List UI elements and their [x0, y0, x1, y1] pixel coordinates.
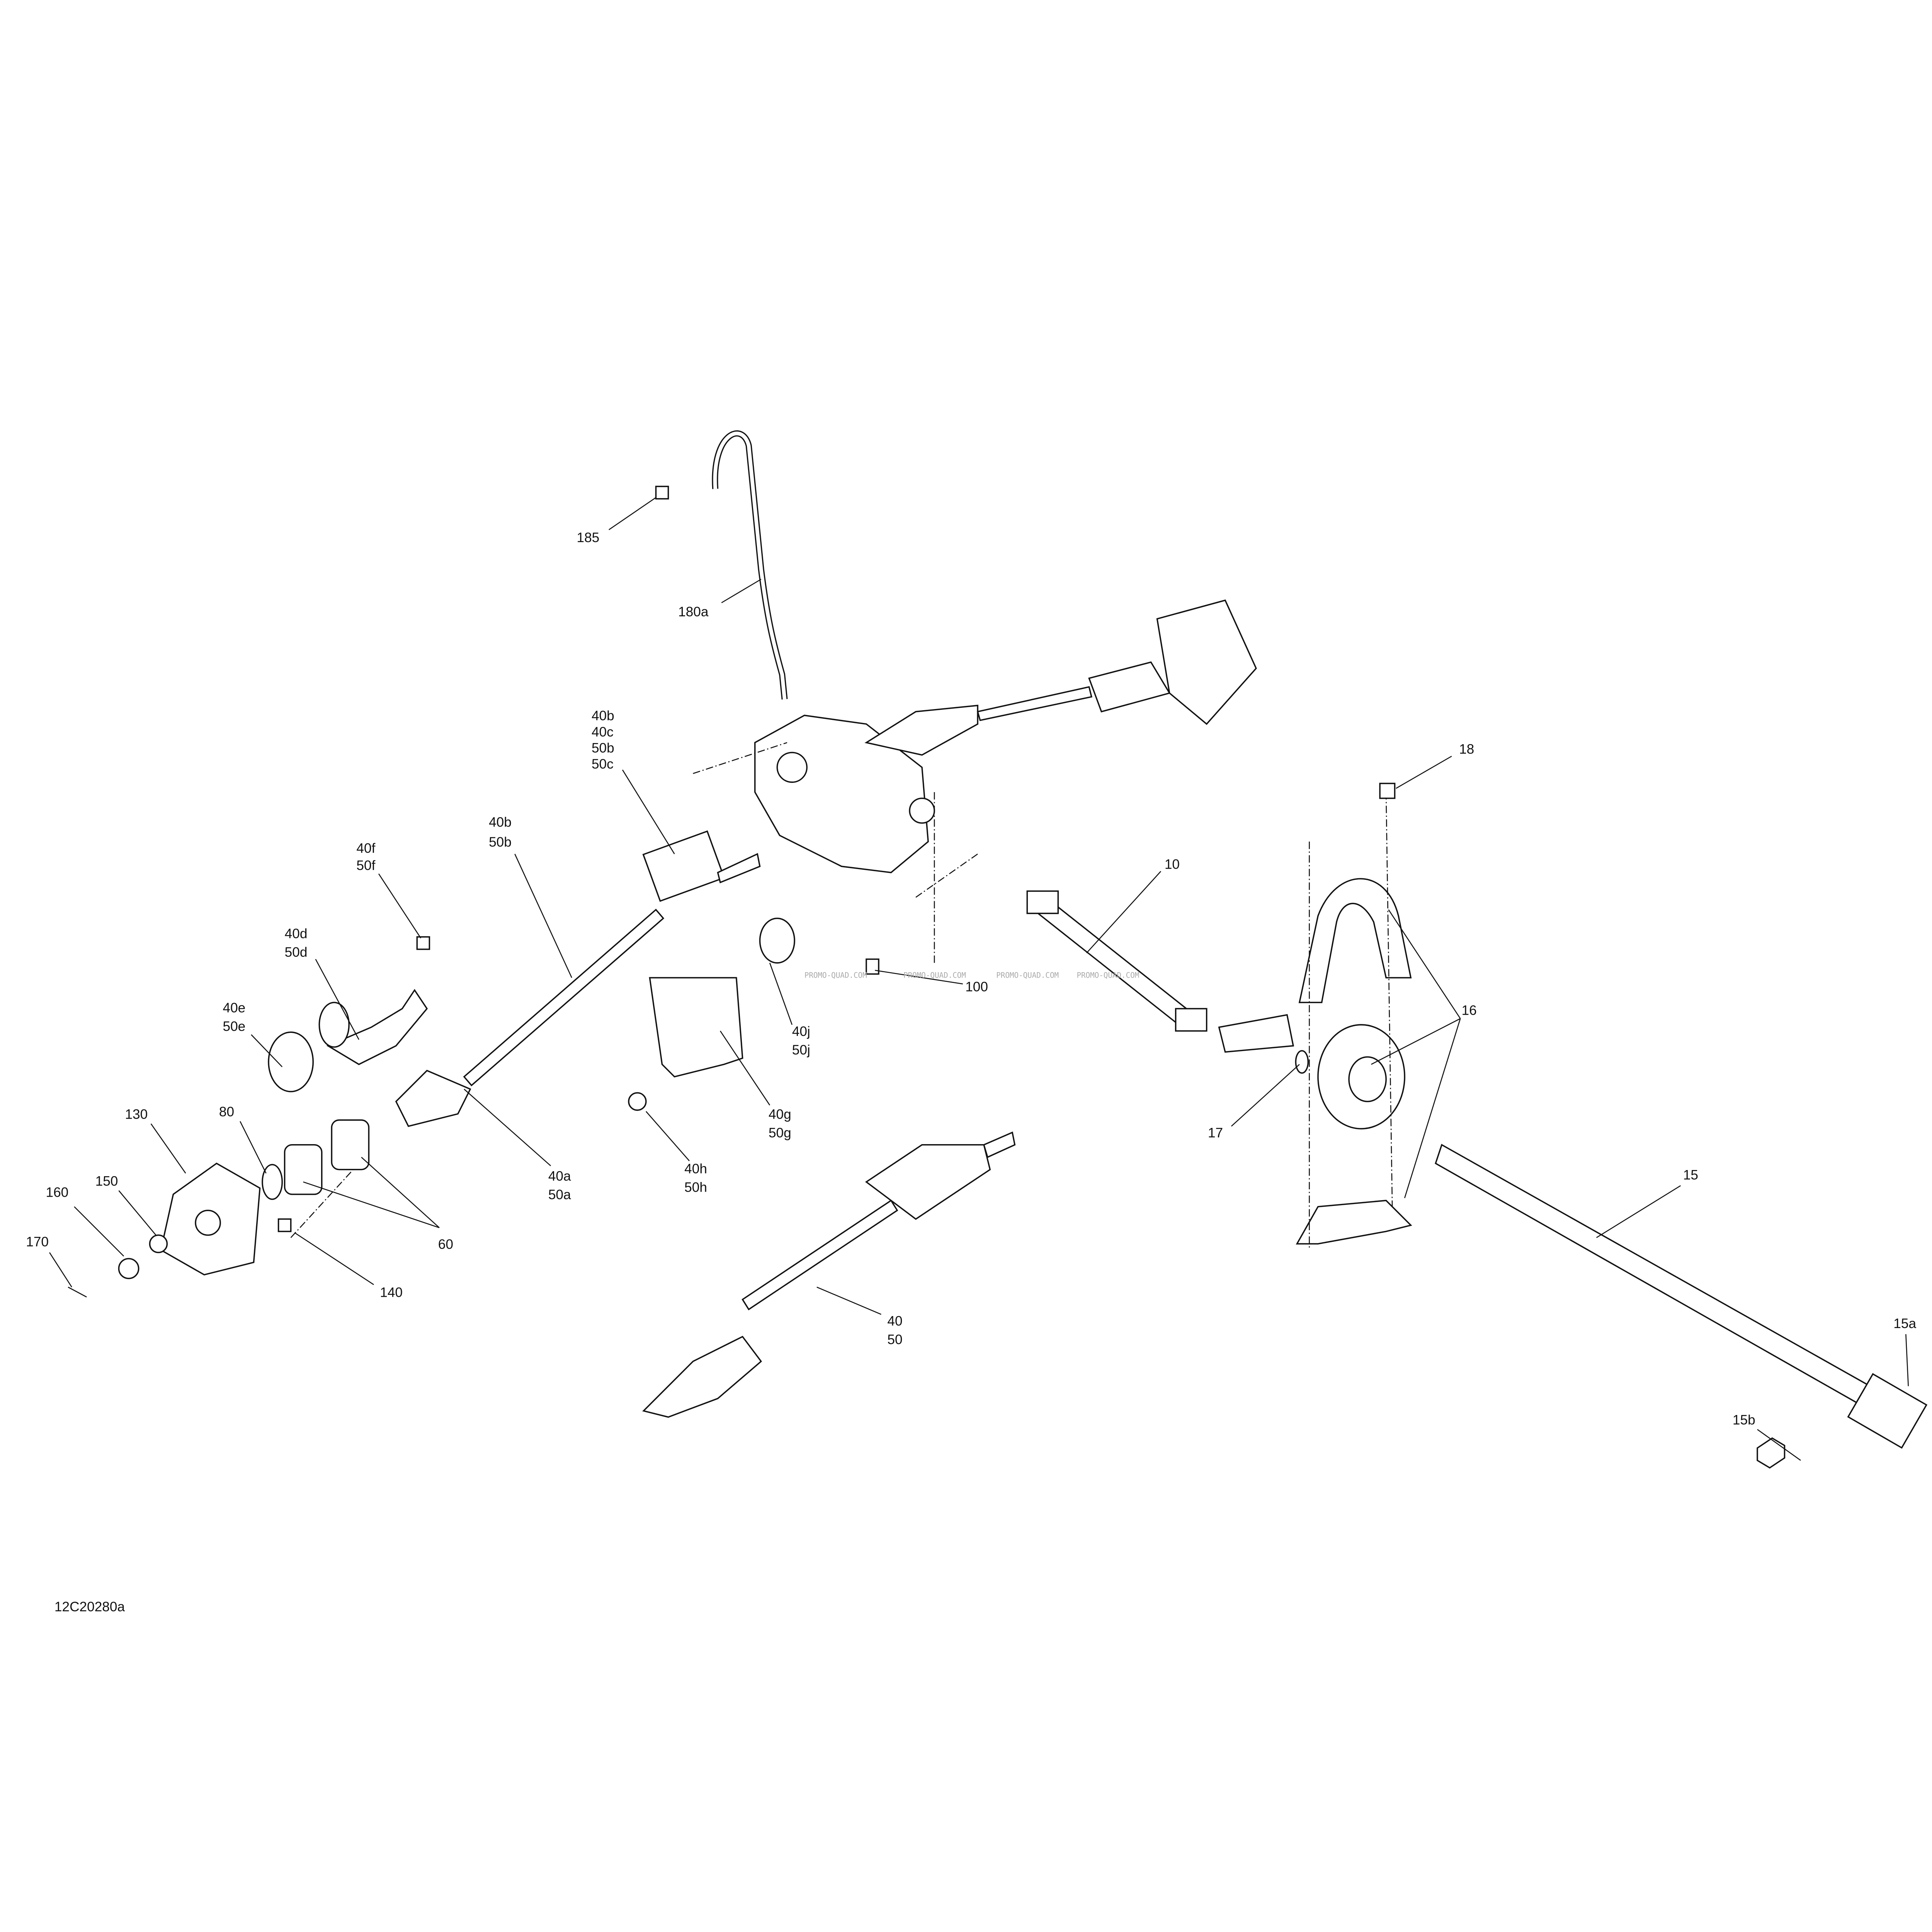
diagram-code: 12C20280a: [54, 1599, 125, 1614]
callout-160: 160: [46, 1185, 69, 1200]
bolt-100[interactable]: [866, 958, 879, 975]
callout-50d: 50d: [285, 945, 308, 960]
right-front-axle[interactable]: [864, 599, 1257, 756]
callout-40h: 40h: [684, 1161, 707, 1176]
exploded-view-drawing: PROMO-QUAD.COM PROMO-QUAD.COM PROMO-QUAD…: [26, 430, 1928, 1614]
callout-130: 130: [125, 1107, 148, 1122]
parts-diagram: PROMO-QUAD.COM PROMO-QUAD.COM PROMO-QUAD…: [26, 430, 1928, 1615]
boot-40g[interactable]: [649, 977, 743, 1078]
front-differential[interactable]: [754, 714, 935, 873]
callout-40: 40: [887, 1313, 902, 1328]
callout-40a: 40a: [548, 1169, 571, 1184]
callout-40f: 40f: [356, 841, 375, 856]
callout-50j: 50j: [792, 1043, 810, 1058]
callout-15a: 15a: [1893, 1316, 1916, 1331]
bearing-60b[interactable]: [331, 1119, 370, 1170]
callout-40g: 40g: [769, 1107, 791, 1122]
callout-50: 50: [887, 1332, 902, 1347]
nut-160[interactable]: [118, 1258, 139, 1279]
callout-40b: 40b: [489, 815, 512, 830]
bearing-60a[interactable]: [284, 1144, 323, 1195]
bolt-18[interactable]: [1379, 782, 1396, 799]
bolt-axis-line: [290, 742, 1393, 1250]
clamp-40e[interactable]: [268, 1031, 314, 1092]
ring-40j[interactable]: [759, 917, 795, 964]
callout-16: 16: [1462, 1003, 1477, 1018]
callout-18: 18: [1459, 742, 1474, 757]
callout-50g: 50g: [769, 1126, 791, 1141]
callout-50b: 50b: [489, 835, 512, 850]
cotter-pin-170[interactable]: [68, 1286, 87, 1298]
part-40h[interactable]: [628, 1092, 647, 1111]
callout-50a: 50a: [548, 1187, 571, 1202]
callout-100: 100: [965, 980, 988, 995]
callout-170: 170: [26, 1234, 49, 1249]
callout-15: 15: [1683, 1167, 1698, 1182]
callout-40d: 40d: [285, 926, 308, 941]
watermark: PROMO-QUAD.COM: [1077, 971, 1139, 980]
part-185-cap[interactable]: [655, 486, 669, 500]
callout-40b: 40b: [592, 708, 614, 723]
retaining-ring-80[interactable]: [262, 1164, 283, 1200]
boot-40d[interactable]: [318, 989, 428, 1065]
wheel-hub-130[interactable]: [160, 1162, 261, 1276]
rear-propeller-shaft-15[interactable]: [1435, 1144, 1928, 1449]
clamp-40f[interactable]: [416, 936, 430, 950]
watermark: PROMO-QUAD.COM: [996, 971, 1059, 980]
watermark: PROMO-QUAD.COM: [903, 971, 966, 980]
ring-17[interactable]: [1295, 1050, 1309, 1074]
bolt-140[interactable]: [277, 1218, 292, 1232]
callout-50f: 50f: [356, 858, 375, 873]
callout-15b: 15b: [1733, 1413, 1755, 1428]
axle-40[interactable]: [642, 1131, 1016, 1418]
yoke-and-bearing-16[interactable]: [1218, 878, 1412, 1245]
callout-50h: 50h: [684, 1180, 707, 1195]
callout-180a: 180a: [678, 604, 709, 619]
callout-labels: 185 180a 40b 40c 50b 50c 40b 50b 40f 50f…: [26, 530, 1916, 1614]
propeller-shaft-10[interactable]: [1026, 890, 1208, 1032]
callout-140: 140: [380, 1285, 403, 1300]
u-joint-15b[interactable]: [1757, 1437, 1786, 1469]
callout-40j: 40j: [792, 1024, 810, 1039]
callout-50e: 50e: [223, 1019, 246, 1034]
washer-150[interactable]: [149, 1234, 168, 1253]
leader-lines: [49, 497, 1909, 1461]
callout-40c: 40c: [592, 724, 614, 740]
callout-50c: 50c: [592, 757, 614, 772]
callout-17: 17: [1208, 1126, 1223, 1141]
callout-150: 150: [95, 1173, 118, 1189]
callout-185: 185: [577, 530, 600, 545]
callout-10: 10: [1165, 857, 1180, 872]
breather-hose-180a[interactable]: [712, 430, 788, 700]
callout-60: 60: [438, 1237, 453, 1252]
callout-40e: 40e: [223, 1000, 246, 1015]
watermark: PROMO-QUAD.COM: [804, 971, 867, 980]
callout-80: 80: [219, 1104, 234, 1119]
left-front-axle-40b[interactable]: [395, 830, 761, 1127]
callout-50b: 50b: [592, 740, 614, 755]
